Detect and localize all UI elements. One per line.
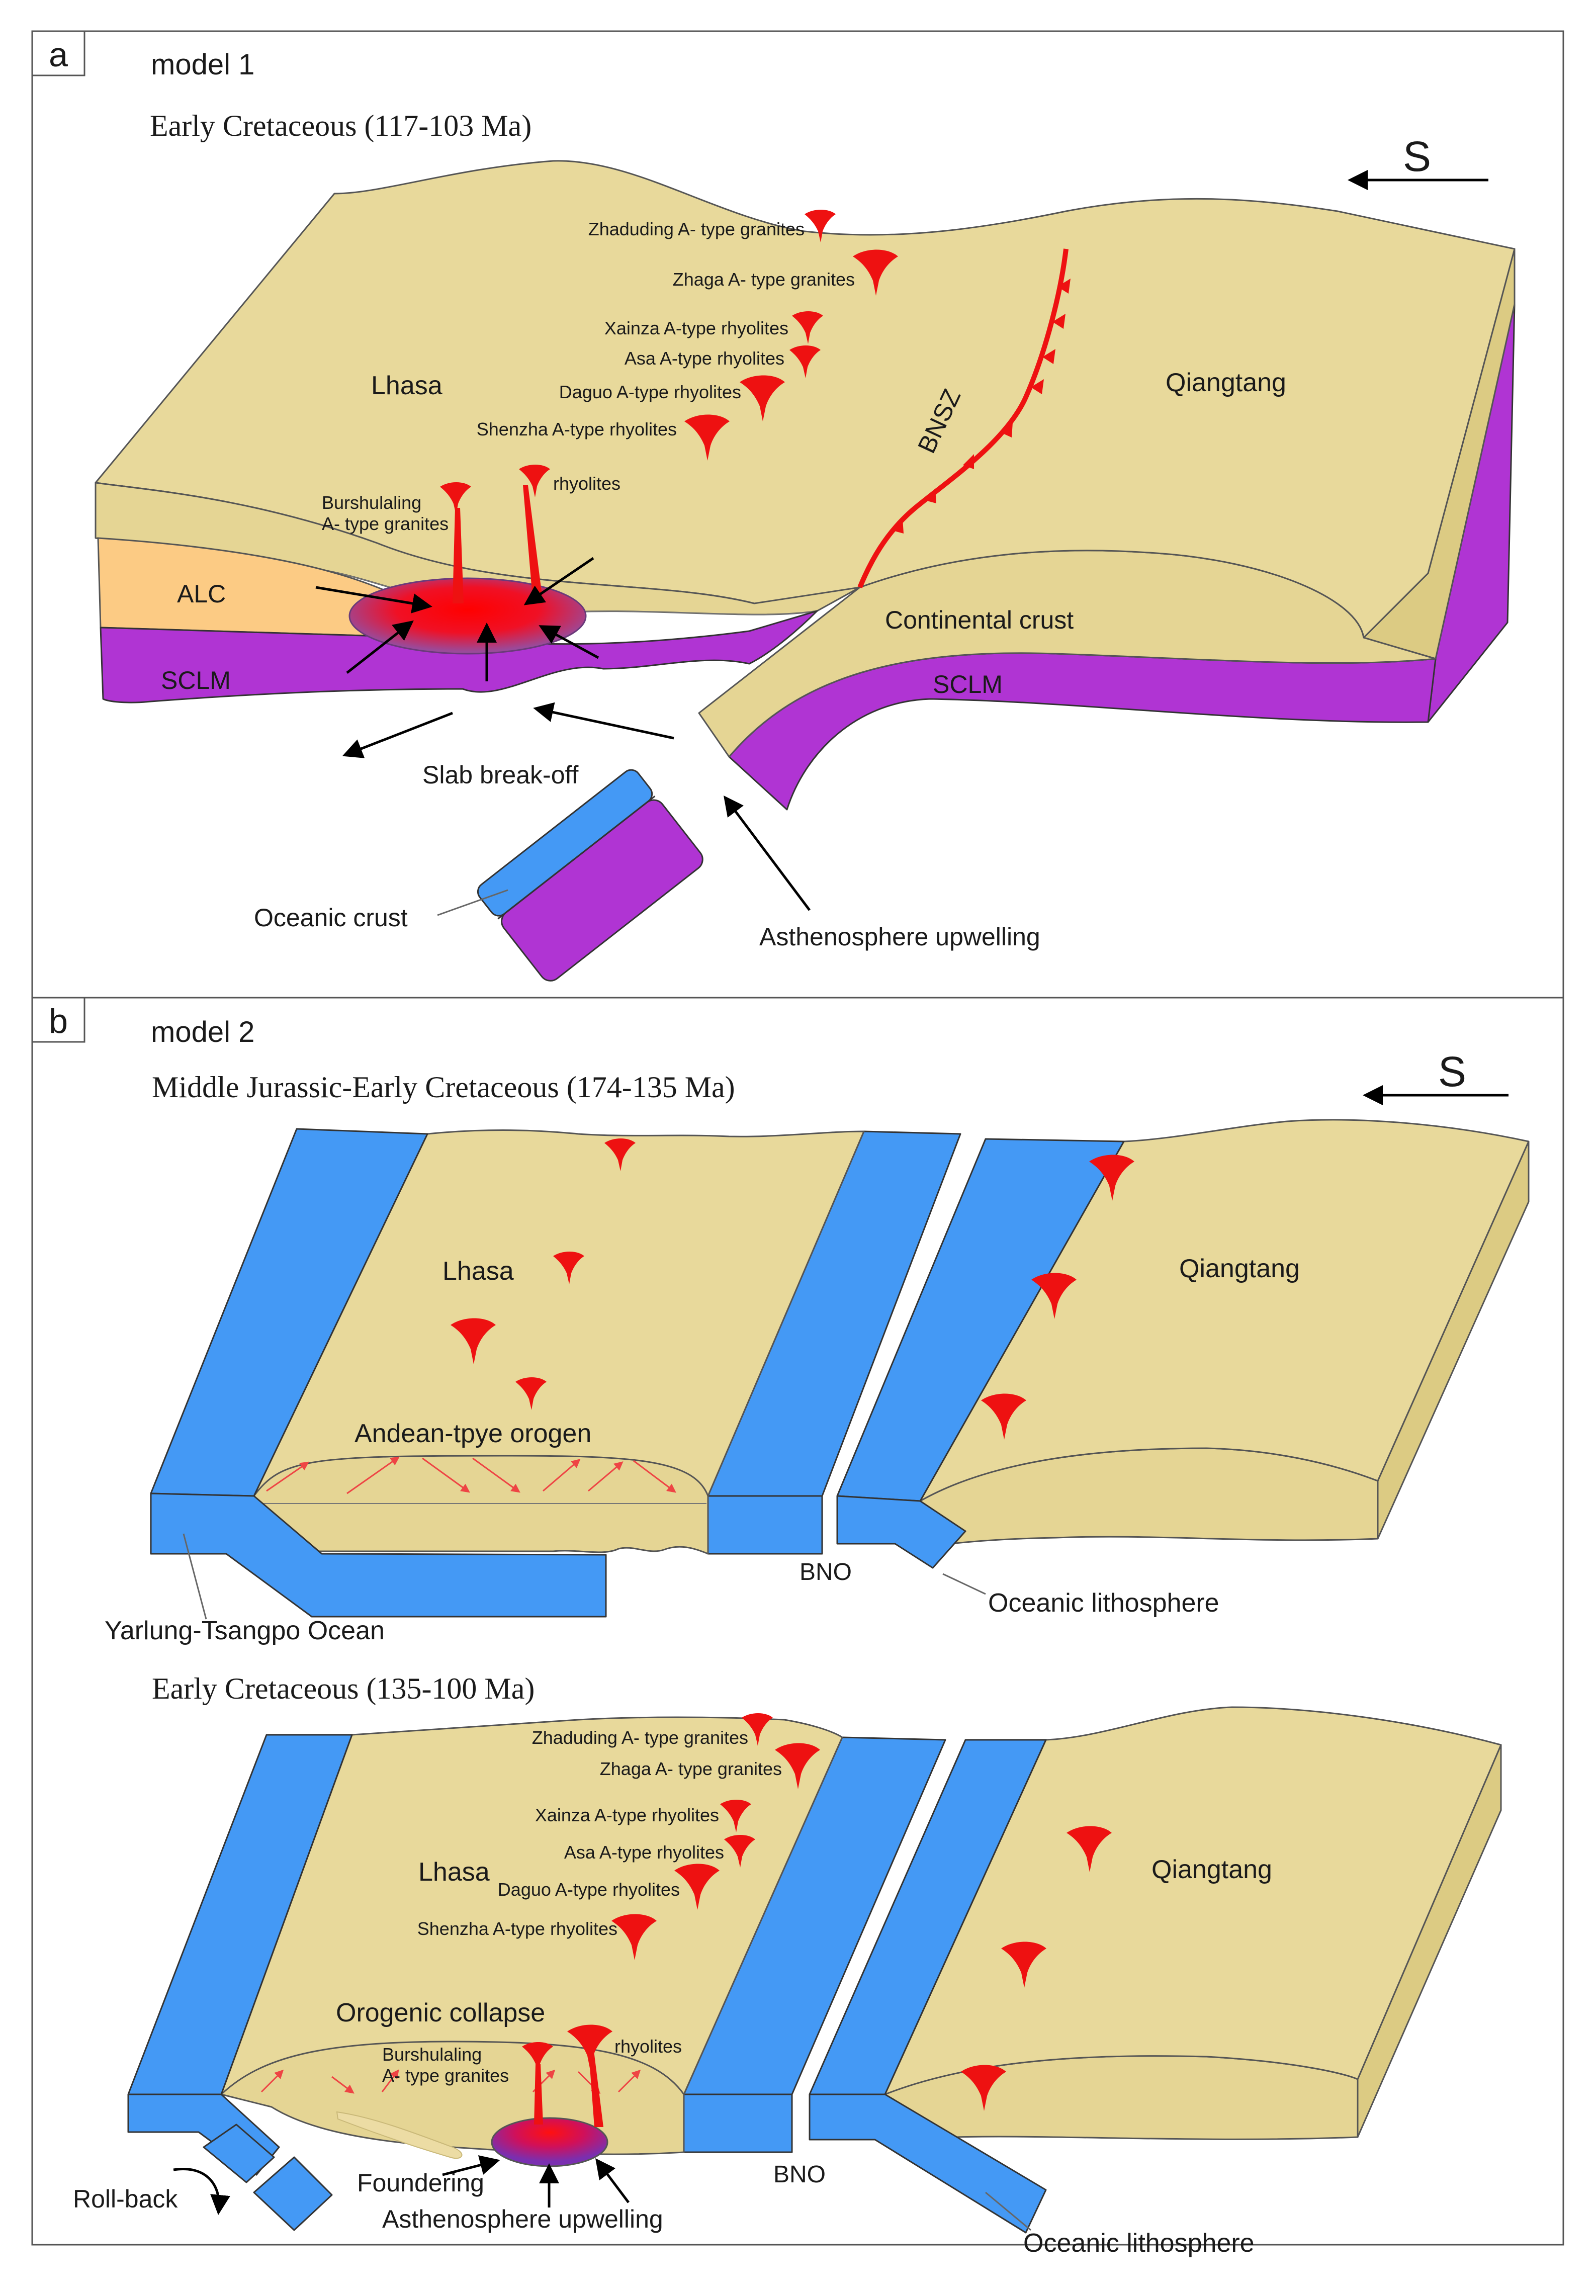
collapse-label: Orogenic collapse <box>336 1998 545 2027</box>
foundered-slab-block-2 <box>253 2156 333 2231</box>
bno-label-upper: BNO <box>800 1559 852 1585</box>
qiangtang-label-a: Qiangtang <box>1166 368 1286 397</box>
panel-b-model-label: model 2 <box>151 1016 254 1048</box>
lower-period: Early Cretaceous (135-100 Ma) <box>152 1672 535 1705</box>
burshulaling-feeder-b <box>534 2064 543 2125</box>
melt-arrows-a <box>315 557 674 758</box>
oceanic-lithosphere-leader-upper <box>942 1573 986 1595</box>
oceanic-crust-leader <box>437 889 508 916</box>
intrusion-label-a-1: Zhaduding A- type granites <box>588 219 805 239</box>
intrusion-label-b-4: Asa A-type rhyolites <box>564 1842 724 1863</box>
oceanic-lithosphere-label-lower: Oceanic lithosphere <box>1023 2229 1255 2258</box>
foundered-slab-block-1 <box>203 2124 275 2183</box>
panel-a-tag-box <box>31 30 85 76</box>
intrusion-label-a-6: Shenzha A-type rhyolites <box>477 419 677 439</box>
oceanic-lithosphere-label-upper: Oceanic lithosphere <box>988 1588 1219 1618</box>
yarlung-label: Yarlung-Tsangpo Ocean <box>105 1616 385 1645</box>
rollback-label: Roll-back <box>73 2185 178 2213</box>
intrusion-label-a-2: Zhaga A- type granites <box>673 269 855 290</box>
orogen-label: Andean-tpye orogen <box>354 1419 591 1448</box>
intrusion-label-a-4: Asa A-type rhyolites <box>625 348 784 369</box>
intrusion-label-b-3: Xainza A-type rhyolites <box>535 1805 719 1825</box>
bno-subducting-slab-upper <box>836 1495 966 1569</box>
intrusion-label-b-6: Shenzha A-type rhyolites <box>417 1918 617 1939</box>
rhyolites-label-a: rhyolites <box>553 473 620 494</box>
south-arrow-b: S <box>1363 1048 1509 1105</box>
panel-a: a model 1 Early Cretaceous (117-103 Ma) … <box>31 30 1564 999</box>
foundering-crust <box>336 2111 463 2159</box>
foundering-label: Foundering <box>357 2169 484 2197</box>
panel-a-model-label: model 1 <box>151 48 254 81</box>
alc-label: ALC <box>177 580 226 608</box>
lhasa-label-lower: Lhasa <box>418 1858 490 1887</box>
lhasa-surface-upper <box>253 1129 865 1497</box>
intrusion-label-b-2: Zhaga A- type granites <box>600 1758 782 1779</box>
continental-crust-label: Continental crust <box>885 606 1074 634</box>
svg-text:S: S <box>1403 133 1431 180</box>
svg-text:S: S <box>1438 1048 1466 1095</box>
qiangtang-surface-lower <box>884 1706 1502 2095</box>
lhasa-front-upper <box>253 1455 709 1555</box>
panel-a-tag: a <box>49 36 68 74</box>
intrusion-label-b-1: Zhaduding A- type granites <box>532 1727 748 1748</box>
bno-ocean-south-front-upper <box>707 1495 823 1555</box>
panel-b-tag: b <box>49 1002 68 1040</box>
upper-period: Middle Jurassic-Early Cretaceous (174-13… <box>152 1071 735 1104</box>
intrusion-label-a-5: Daguo A-type rhyolites <box>559 382 741 402</box>
burshulaling-label-b-2: A- type granites <box>382 2065 509 2086</box>
qiangtang-label-lower: Qiangtang <box>1151 1855 1272 1884</box>
asthenosphere-label-a: Asthenosphere upwelling <box>759 923 1040 951</box>
lhasa-label-upper: Lhasa <box>442 1257 514 1286</box>
rhyolites-label-b: rhyolites <box>614 2036 682 2057</box>
panel-b: b model 2 S Middle Jurassic-Early Cretac… <box>31 997 1564 2258</box>
bno-label-lower: BNO <box>773 2161 826 2188</box>
panel-b-frame <box>31 997 1564 2246</box>
arrows-b <box>173 2155 630 2215</box>
qiangtang-label-upper: Qiangtang <box>1179 1254 1300 1283</box>
panel-b-tag-box <box>31 997 85 1043</box>
orogen-thrust-arrows <box>266 1456 676 1494</box>
panel-a-period: Early Cretaceous (117-103 Ma) <box>150 109 531 142</box>
slab-breakoff-label: Slab break-off <box>422 761 578 789</box>
sclm-label-left: SCLM <box>161 666 231 694</box>
lhasa-sclm <box>100 610 818 703</box>
lhasa-surface-lower <box>220 1716 843 2095</box>
burshulaling-label-a-1: Burshulaling <box>322 492 421 513</box>
asthenosphere-arrow-a <box>724 796 811 911</box>
yarlung-leader <box>183 1533 207 1620</box>
bno-ocean-south-front-lower <box>683 2093 793 2153</box>
burshulaling-label-b-1: Burshulaling <box>382 2044 482 2065</box>
magma-chamber-b <box>491 2117 608 2167</box>
asthenosphere-label-b: Asthenosphere upwelling <box>382 2205 663 2233</box>
qiangtang-surface-upper <box>919 1119 1530 1502</box>
south-arrow-a: S <box>1348 133 1488 190</box>
oceanic-slab-fragment <box>477 769 703 982</box>
oceanic-crust-label: Oceanic crust <box>254 904 408 932</box>
intrusion-label-b-5: Daguo A-type rhyolites <box>498 1879 680 1900</box>
rhyolite-feeder-b <box>588 2047 603 2127</box>
burshulaling-feeder <box>453 508 464 603</box>
yarlung-slab-upper <box>150 1492 607 1618</box>
sclm-label-right: SCLM <box>933 670 1003 698</box>
bno-subducting-slab-lower <box>809 2093 1047 2234</box>
oceanic-lithosphere-leader-lower <box>985 2191 1031 2231</box>
intrusion-label-a-3: Xainza A-type rhyolites <box>604 318 788 338</box>
burshulaling-label-a-2: A- type granites <box>322 513 449 534</box>
lhasa-label-a: Lhasa <box>371 371 442 400</box>
rhyolite-feeder-a <box>523 485 543 603</box>
